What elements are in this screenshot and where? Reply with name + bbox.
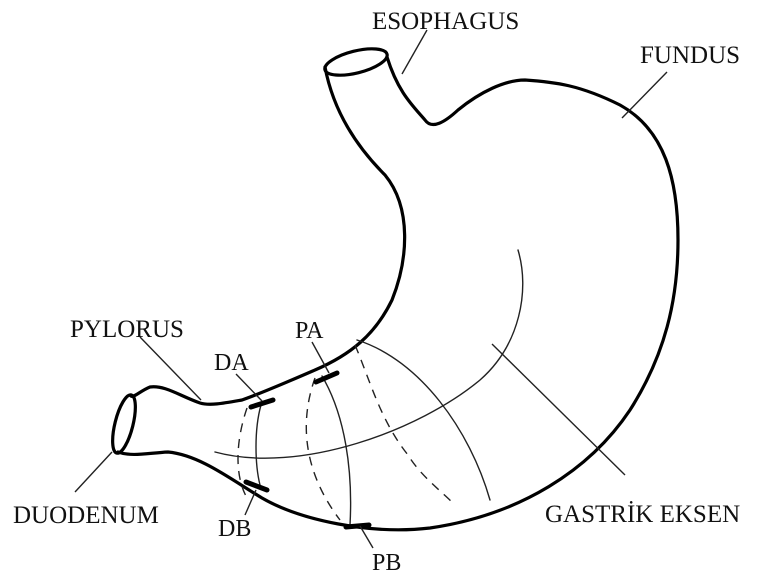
stomach-outline	[118, 57, 678, 530]
marker-pb	[346, 525, 369, 527]
leader-fundus	[622, 72, 667, 118]
meridian-proximal-solid	[322, 376, 351, 525]
label-esophagus: ESOPHAGUS	[372, 8, 519, 35]
label-gastric-axis: GASTRİK EKSEN	[545, 501, 740, 528]
label-da: DA	[214, 350, 249, 376]
leader-gastric-axis	[492, 344, 625, 475]
esophagus-opening	[322, 44, 389, 81]
leader-duodenum	[75, 452, 112, 492]
label-pb: PB	[372, 550, 401, 576]
marker-pa	[316, 373, 337, 382]
leader-db	[245, 490, 256, 515]
label-fundus: FUNDUS	[640, 42, 740, 69]
label-db: DB	[218, 516, 251, 542]
label-pa: PA	[295, 318, 324, 344]
duodenum-opening	[108, 393, 140, 456]
label-pylorus: PYLORUS	[70, 316, 184, 343]
meridian-distal-solid	[256, 405, 261, 485]
meridian-outer-solid	[357, 340, 490, 500]
label-duodenum: DUODENUM	[13, 502, 159, 529]
leader-esophagus	[402, 30, 427, 74]
marker-da	[251, 400, 273, 407]
gastric-axis-line	[215, 250, 523, 458]
